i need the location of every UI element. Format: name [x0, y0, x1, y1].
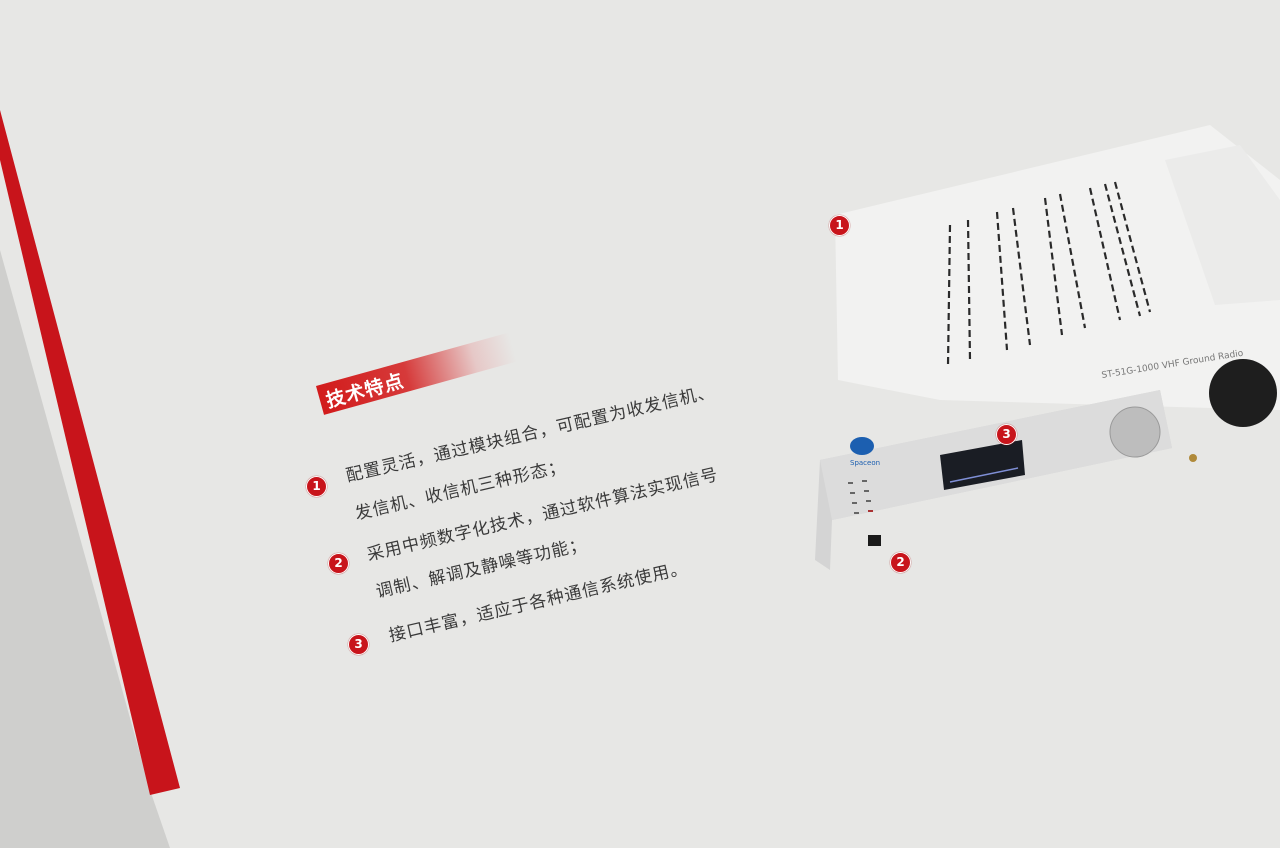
- status-leds: [848, 480, 873, 514]
- feature-badge-1: 1: [306, 476, 327, 497]
- vent-slots: [946, 181, 1152, 366]
- feature-badge-2: 2: [328, 553, 349, 574]
- tuning-knob[interactable]: [1109, 406, 1161, 458]
- brand-logo-text: Spaceon: [850, 459, 880, 467]
- red-accent-stripe: [0, 110, 180, 795]
- callout-badge-2: 2: [890, 552, 911, 573]
- speaker-grille: [1209, 359, 1277, 427]
- power-button[interactable]: [868, 535, 881, 546]
- page-edge-shadow: [0, 250, 170, 848]
- product-image-radio: ST-51G-1000 VHF Ground Radio Spaceon: [815, 125, 1280, 570]
- callout-badge-1: 1: [829, 215, 850, 236]
- display-screen: [940, 440, 1025, 490]
- callout-badge-3: 3: [996, 424, 1017, 445]
- feature-badge-3: 3: [348, 634, 369, 655]
- brand-logo: [850, 437, 874, 455]
- headphone-jack: [1189, 454, 1197, 462]
